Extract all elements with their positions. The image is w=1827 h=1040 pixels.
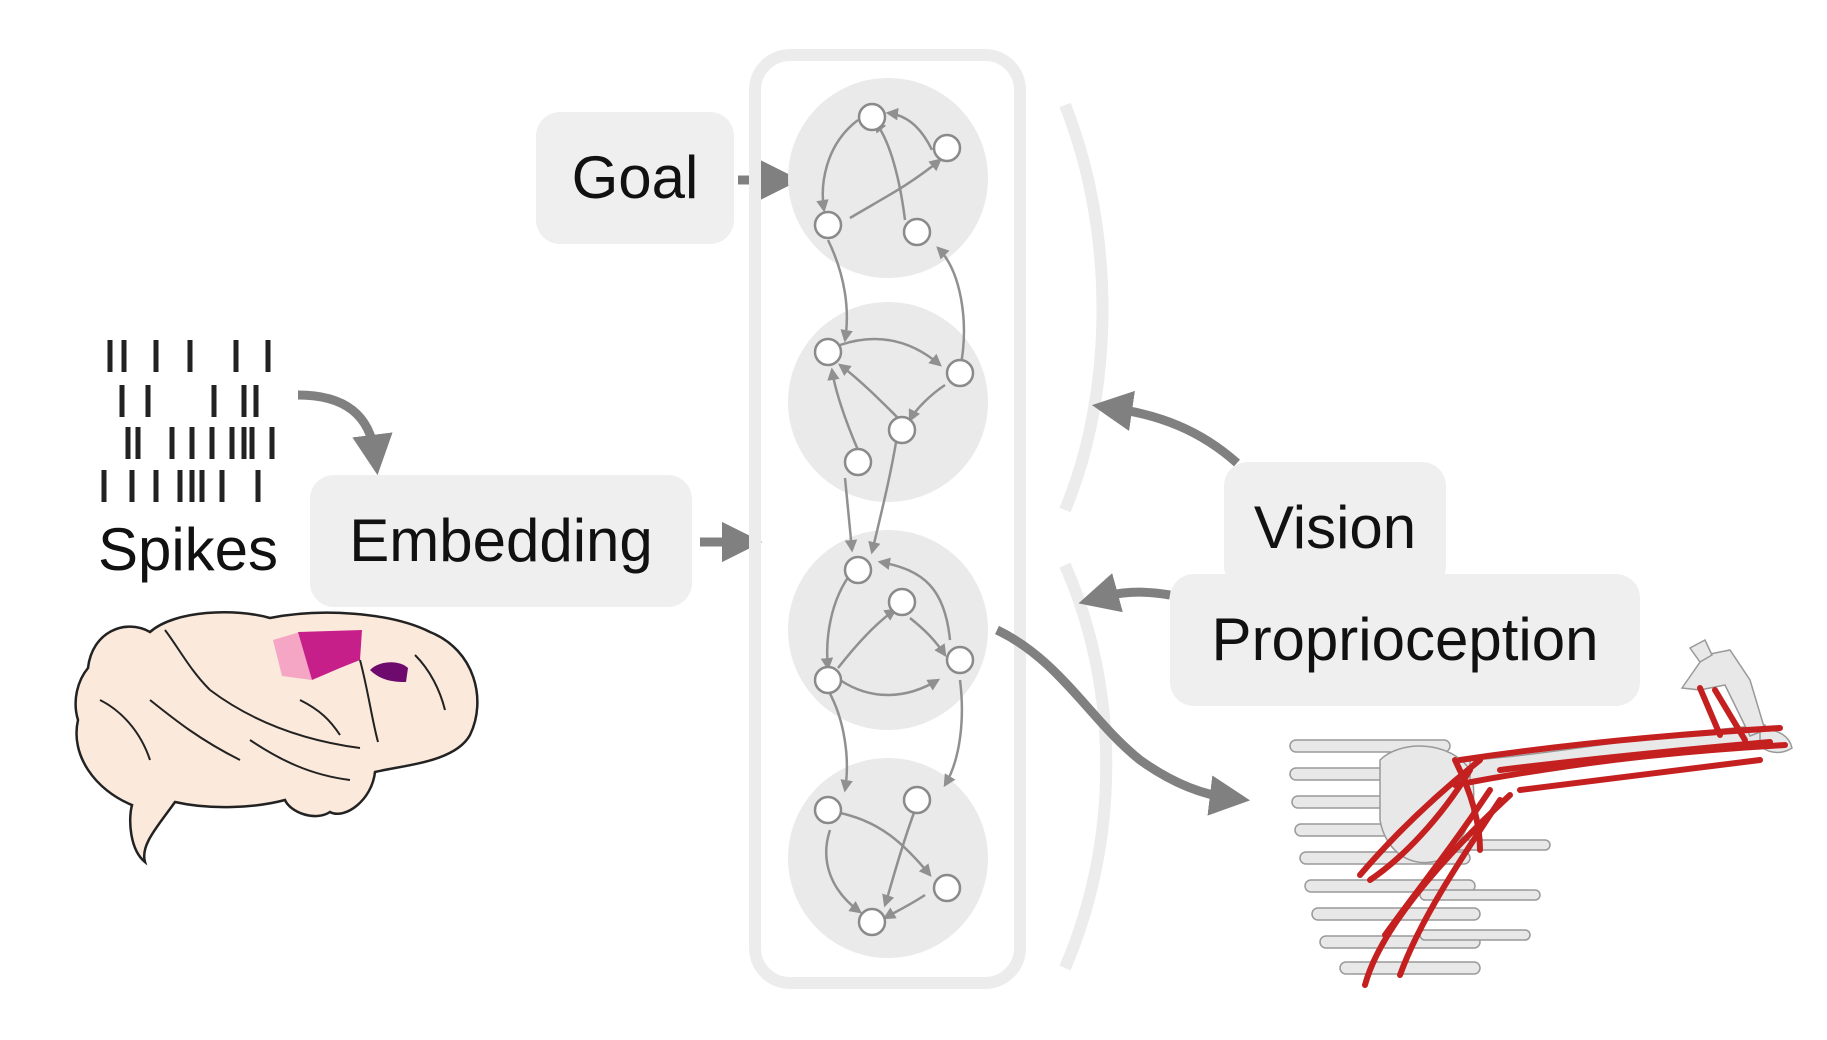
vision-feedback-arrow [1091, 390, 1240, 467]
spikes-label: Spikes [98, 516, 278, 583]
module-1 [788, 78, 988, 278]
spikes-to-embedding-arrow [297, 390, 393, 476]
spike-raster-icon [101, 340, 275, 502]
module-4 [788, 758, 988, 958]
proprioception-feedback-arrow [1078, 573, 1171, 613]
bracket-bottom [1059, 562, 1113, 971]
embedding-label: Embedding [349, 507, 653, 574]
module-2 [788, 302, 988, 502]
monkey-brain-icon [74, 611, 479, 866]
proprioception-box [1170, 574, 1640, 706]
network-edges [816, 107, 966, 920]
motor-output-arrow [995, 625, 1251, 816]
musculoskeletal-arm-icon [1289, 638, 1793, 988]
bracket-top [1059, 102, 1109, 513]
network-nodes [813, 102, 975, 937]
embedding-box [310, 475, 692, 607]
goal-label: Goal [572, 144, 699, 211]
rnn-container [749, 49, 1026, 989]
vision-label: Vision [1254, 494, 1416, 561]
goal-box [536, 112, 734, 244]
vision-box [1224, 462, 1446, 590]
proprioception-label: Proprioception [1212, 606, 1599, 673]
module-3 [788, 530, 988, 730]
